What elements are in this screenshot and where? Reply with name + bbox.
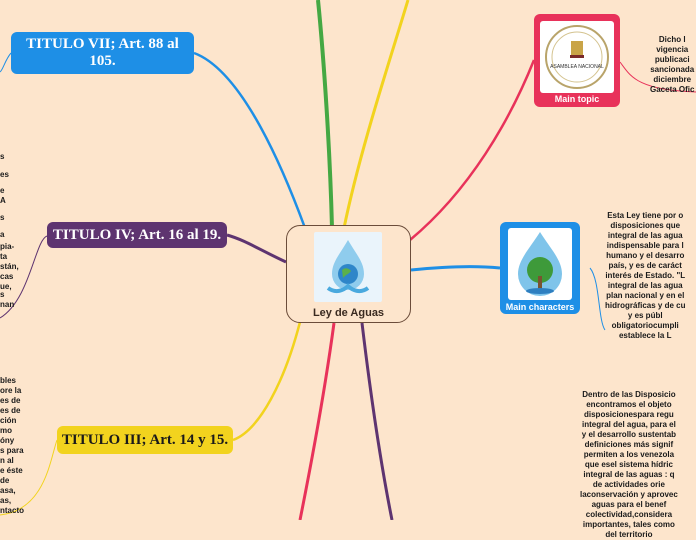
branch-line-bottom-purple [360, 322, 394, 520]
main-topic-caption: Main topic [554, 94, 600, 104]
main-characters-caption: Main characters [505, 302, 575, 312]
central-topic[interactable]: Ley de Aguas [286, 225, 411, 323]
topic-titulo-vii-label: TITULO VII; Art. 88 al 105. [26, 36, 179, 69]
seal-icon [571, 41, 583, 55]
main-characters-card[interactable]: Main characters [500, 222, 580, 314]
topic-titulo-iii-label: TITULO III; Art. 14 y 15. [61, 431, 229, 448]
sub-line-titulo-iv [0, 235, 48, 319]
sub-line-titulo-iii [0, 439, 58, 516]
seal-text: ASAMBLEA NACIONAL [550, 64, 604, 70]
branch-line-main-characters [410, 265, 501, 272]
topic-titulo-iv-label: TITULO IV; Art. 16 al 19. [52, 226, 222, 243]
sub-line-main-topic [619, 61, 696, 93]
main-topic-card[interactable]: ASAMBLEA NACIONAL Main topic [534, 14, 620, 107]
sub-line-main-characters [589, 267, 606, 331]
branch-line-main-topic [409, 59, 536, 241]
main-characters-image [508, 228, 572, 300]
branch-line-top-yellow [342, 0, 410, 229]
central-topic-label: Ley de Aguas [312, 307, 385, 319]
branch-line-titulo-iv [226, 233, 287, 264]
topic-titulo-vii[interactable]: TITULO VII; Art. 88 al 105. [11, 32, 194, 74]
sub-line-titulo-vii [0, 52, 12, 73]
branch-line-titulo-vii [193, 51, 307, 229]
branch-line-titulo-iii [232, 321, 302, 442]
branch-line-bottom-red [298, 322, 336, 520]
topic-titulo-iv[interactable]: TITULO IV; Art. 16 al 19. [47, 222, 227, 248]
mind-map-connections [0, 0, 696, 520]
branch-line-top-green [316, 0, 334, 229]
water-drop-globe-icon [314, 232, 382, 302]
topic-titulo-iii[interactable]: TITULO III; Art. 14 y 15. [57, 426, 233, 454]
main-topic-image: ASAMBLEA NACIONAL [540, 21, 614, 93]
